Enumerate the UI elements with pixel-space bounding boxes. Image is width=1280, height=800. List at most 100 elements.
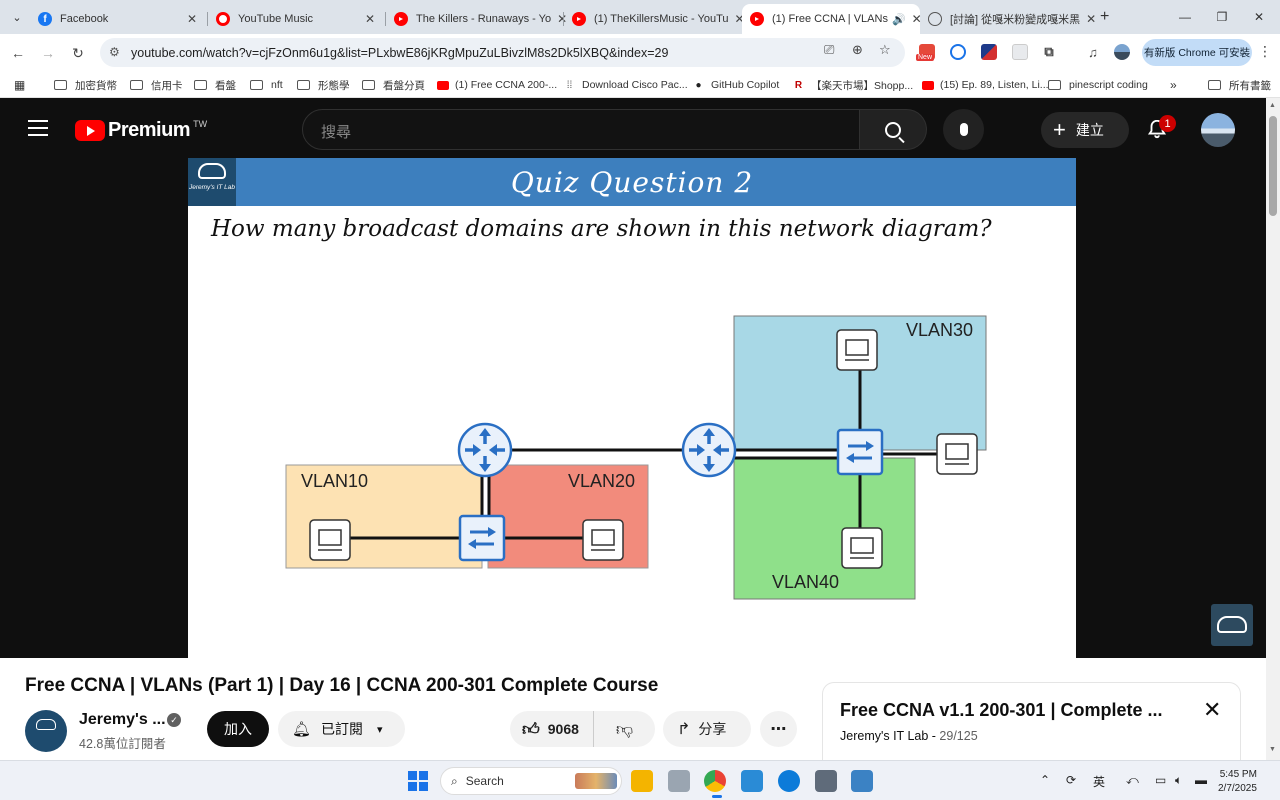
voice-search-button[interactable] <box>943 109 984 150</box>
close-tab-icon[interactable]: ✕ <box>734 12 745 26</box>
bookmark-folder[interactable]: 信用卡 <box>130 76 183 94</box>
sync-icon[interactable]: ⟳ <box>1066 773 1077 787</box>
tab-title: (1) TheKillersMusic - YouTu <box>594 13 729 25</box>
like-button[interactable]: 👍︎ 9068 <box>510 711 594 747</box>
chrome-menu-icon[interactable]: ⋮ <box>1258 43 1272 59</box>
close-tab-icon[interactable]: ✕ <box>364 12 376 26</box>
new-tab-button[interactable]: + <box>1100 8 1110 25</box>
bookmark-link[interactable]: ●GitHub Copilot <box>692 76 779 94</box>
close-window-button[interactable]: ✕ <box>1253 10 1265 24</box>
network-icon[interactable]: ▭ <box>1155 773 1167 787</box>
tab-free-ccna[interactable]: (1) Free CCNA | VLANs 🔊 ✕ <box>742 4 922 34</box>
bookmark-folder[interactable]: 加密貨幣 <box>54 76 117 94</box>
search-button[interactable] <box>860 109 927 150</box>
zoom-icon[interactable]: ⊕ <box>852 42 863 57</box>
site-info-icon[interactable]: ⚙ <box>109 45 120 59</box>
share-button[interactable]: ↱ 分享 <box>663 711 751 747</box>
chrome-icon[interactable] <box>704 770 726 792</box>
channel-name[interactable]: Jeremy's ... <box>79 711 166 728</box>
channel-avatar[interactable] <box>25 710 67 752</box>
bookmark-folder[interactable]: nft <box>250 76 283 94</box>
url-text[interactable]: youtube.com/watch?v=cjFzOnm6u1g&list=PLx… <box>131 46 669 60</box>
join-button[interactable]: 加入 <box>207 711 269 747</box>
bookmark-link[interactable]: (1) Free CCNA 200-... <box>436 76 557 94</box>
profile-avatar-icon[interactable] <box>1114 44 1130 60</box>
scroll-down-arrow-icon[interactable]: ▼ <box>1269 746 1276 753</box>
close-tab-icon[interactable]: ✕ <box>911 12 922 26</box>
windows-start-icon[interactable] <box>408 771 428 791</box>
youtube-icon <box>921 79 934 92</box>
create-button[interactable]: + 建立 <box>1041 112 1129 148</box>
menu-icon[interactable] <box>28 120 48 136</box>
minimize-button[interactable]: — <box>1179 10 1191 24</box>
taskbar-search[interactable]: ⌕ Search <box>440 767 622 795</box>
show-hidden-icons-icon[interactable]: ⌃ <box>1040 773 1051 787</box>
close-tab-icon[interactable]: ✕ <box>557 11 567 27</box>
tab-killers-music[interactable]: (1) TheKillersMusic - YouTu ✕ <box>564 4 745 34</box>
edge-icon[interactable] <box>778 770 800 792</box>
chrome-update-button[interactable]: 有新版 Chrome 可安裝 <box>1142 39 1252 66</box>
app-icon[interactable] <box>668 770 690 792</box>
tab-youtube-music[interactable]: YouTube Music ✕ <box>208 4 386 34</box>
subscribed-button[interactable]: 🔔︎ 已訂閱 ▾ <box>278 711 405 747</box>
more-actions-button[interactable]: ⋯ <box>760 711 797 747</box>
extension-circle-icon[interactable] <box>950 44 966 60</box>
back-button[interactable]: ← <box>11 45 25 61</box>
scroll-thumb[interactable] <box>1269 116 1277 216</box>
audio-playing-icon[interactable]: 🔊 <box>891 13 906 26</box>
playlist-channel[interactable]: Jeremy's IT Lab <box>840 729 929 743</box>
battery-icon[interactable]: ▬ <box>1195 773 1207 787</box>
bookmarks-overflow-button[interactable]: » <box>1170 78 1177 92</box>
video-player[interactable]: Jeremy's IT Lab Quiz Question 2 How many… <box>188 158 1076 658</box>
cast-icon[interactable]: ⎚ <box>824 42 835 57</box>
restore-button[interactable]: ❐ <box>1216 10 1228 24</box>
close-tab-icon[interactable]: ✕ <box>1086 12 1097 26</box>
extension-flag-icon[interactable] <box>981 44 997 60</box>
tab-search-button[interactable]: ⌄ <box>12 11 22 24</box>
messaging-app-icon[interactable] <box>741 770 763 792</box>
channel-watermark[interactable] <box>1211 604 1253 646</box>
account-avatar[interactable] <box>1201 113 1235 147</box>
bookmark-star-icon[interactable]: ☆ <box>879 42 891 57</box>
reload-button[interactable]: ↻ <box>72 44 84 61</box>
notepad-icon[interactable] <box>851 770 873 792</box>
forward-button[interactable]: → <box>41 45 55 61</box>
search-input[interactable]: 搜尋 <box>302 109 860 150</box>
all-bookmarks-folder[interactable]: 所有書籤 <box>1208 76 1271 94</box>
system-clock[interactable]: 5:45 PM 2/7/2025 <box>1218 768 1257 796</box>
close-tab-icon[interactable]: ✕ <box>186 12 198 26</box>
playlist-title[interactable]: Free CCNA v1.1 200-301 | Complete ... <box>840 700 1163 720</box>
tab-killers-runaways[interactable]: The Killers - Runaways - Yo ✕ <box>386 4 567 34</box>
vlan40-region <box>733 457 916 600</box>
bookmark-link[interactable]: (15) Ep. 89, Listen, Li... <box>921 76 1049 94</box>
extension-blank-icon[interactable] <box>1012 44 1028 60</box>
address-bar[interactable]: ⚙ youtube.com/watch?v=cjFzOnm6u1g&list=P… <box>100 38 905 67</box>
network-diagram: VLAN10 VLAN20 VLAN30 VLAN40 <box>285 315 987 600</box>
notification-count-badge: 1 <box>1159 115 1176 132</box>
bookmark-folder[interactable]: 看盤分頁 <box>362 76 425 94</box>
file-explorer-icon[interactable] <box>631 770 653 792</box>
page-scrollbar[interactable]: ▲ ▼ <box>1266 98 1280 760</box>
bookmark-folder[interactable]: pinescript coding <box>1048 76 1148 94</box>
calculator-icon[interactable] <box>815 770 837 792</box>
bookmark-link[interactable]: R【楽天市場】Shopp... <box>792 76 913 94</box>
tab-facebook[interactable]: f Facebook ✕ <box>30 4 208 34</box>
ime-mode-icon[interactable]: ⤺ <box>1126 773 1139 787</box>
media-control-icon[interactable]: ♫ <box>1088 44 1098 60</box>
router-2-icon <box>681 422 737 478</box>
bookmark-folder[interactable]: 看盤 <box>194 76 236 94</box>
extensions-puzzle-icon[interactable]: ⧉ <box>1044 44 1054 59</box>
folder-icon <box>362 80 375 90</box>
bookmark-link[interactable]: ⁞⁞Download Cisco Pac... <box>563 76 688 94</box>
close-playlist-icon[interactable]: ✕ <box>1203 697 1222 722</box>
scroll-up-arrow-icon[interactable]: ▲ <box>1269 102 1276 109</box>
tab-title: Facebook <box>60 13 109 25</box>
volume-icon[interactable]: 🔈︎ <box>1175 773 1183 787</box>
apps-grid-icon[interactable]: ▦ <box>14 78 26 92</box>
youtube-premium-logo[interactable]: Premium TW <box>75 119 207 142</box>
ime-indicator[interactable]: 英 <box>1093 775 1106 789</box>
bookmark-folder[interactable]: 形態學 <box>297 76 350 94</box>
thumbs-up-icon: 👍︎ <box>522 719 540 739</box>
dislike-button[interactable]: 👎︎ <box>594 719 655 740</box>
tab-ptt-discussion[interactable]: [討論] 從嘎米粉變成嘎米黑 ✕ <box>920 4 1096 34</box>
